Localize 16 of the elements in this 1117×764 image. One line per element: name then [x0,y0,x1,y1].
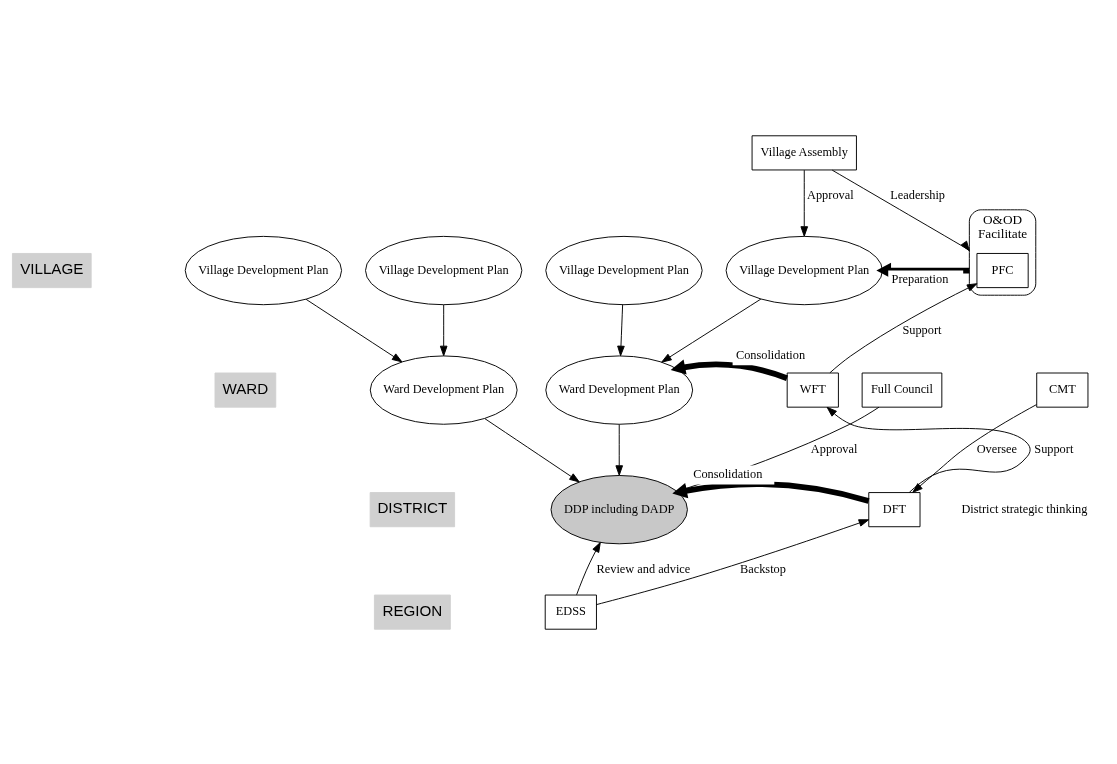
label: District strategic thinking [961,501,1088,516]
edge-label: Preparation [891,271,949,286]
label: VILLAGE [20,259,84,277]
edge-label: Support [902,322,942,337]
edge-label: Leadership [890,187,946,202]
edge-label: Oversee [976,441,1018,456]
edge-label: Consolidation [735,347,806,362]
edge-label: Support [1034,441,1074,456]
edge-label: Consolidation [693,466,763,481]
edge-label: Approval [807,187,854,202]
edge-label: Backstop [740,561,786,576]
edge-label: Approval [810,441,858,456]
label: DISTRICT [377,498,448,516]
label: REGION [382,601,443,619]
edge-label: Review and advice [596,561,691,576]
label: WARD [222,379,269,397]
